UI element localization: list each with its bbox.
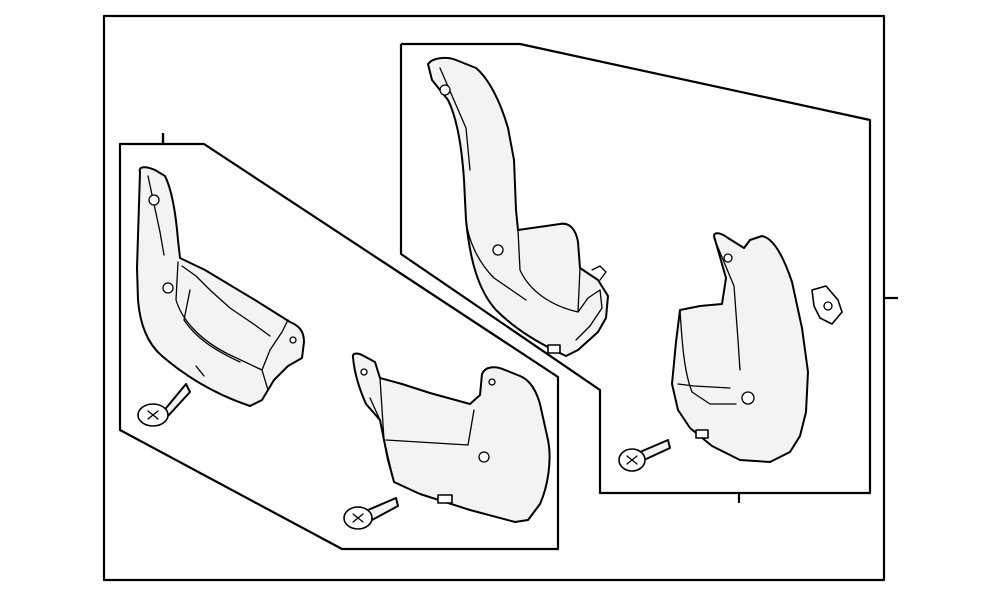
right-kit-group [399, 42, 872, 503]
left-rear-flap [351, 352, 551, 523]
right-rear-flap [671, 232, 809, 463]
left-screw-1 [137, 383, 191, 427]
right-tall-flap [427, 56, 609, 357]
left-screw-2 [343, 497, 399, 530]
left-kit-boundary [118, 134, 560, 551]
right-screw [618, 439, 671, 472]
right-kit-boundary [399, 42, 872, 495]
right-clip-nut [811, 285, 843, 325]
left-kit-group [118, 133, 560, 551]
left-front-flap [136, 166, 305, 407]
